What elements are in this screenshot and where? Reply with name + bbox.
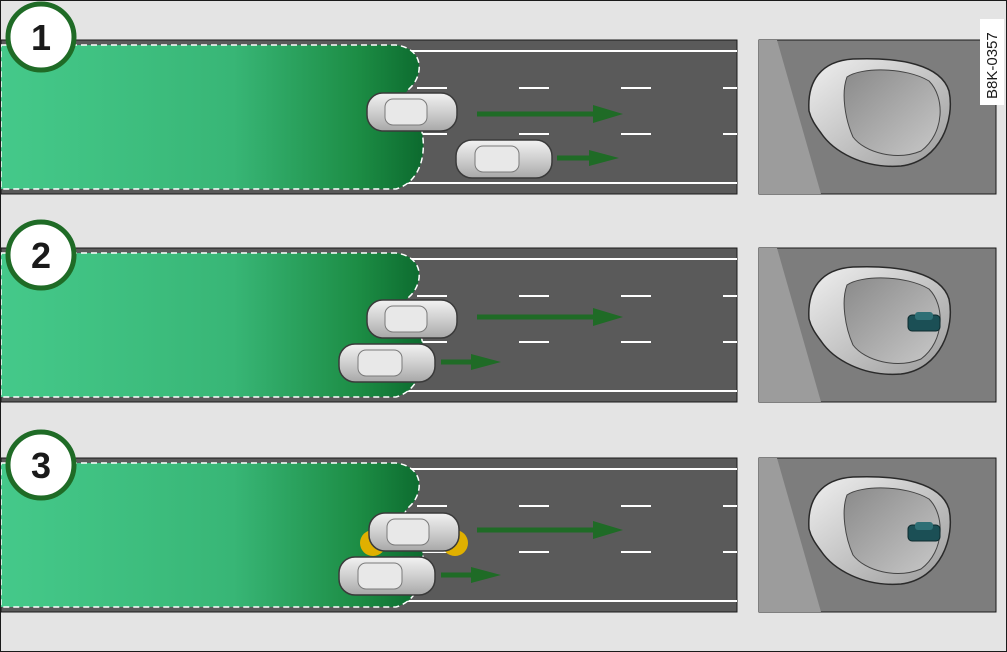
panel-number-label: 1 bbox=[31, 17, 51, 58]
panel-number-label: 2 bbox=[31, 235, 51, 276]
mirror-view-2 bbox=[758, 247, 997, 403]
own-car-1 bbox=[366, 92, 458, 132]
arrow-other-car-2 bbox=[441, 354, 501, 370]
vehicle-in-mirror-3 bbox=[907, 522, 941, 542]
own-car-2 bbox=[366, 299, 458, 339]
own-car-3 bbox=[368, 512, 460, 552]
other-car-2 bbox=[338, 343, 436, 383]
arrow-other-car-3 bbox=[441, 567, 501, 583]
panel-number-2: 2 bbox=[5, 219, 77, 291]
arrow-own-car-3 bbox=[477, 521, 623, 539]
panel-number-label: 3 bbox=[31, 445, 51, 486]
figure-code-label: B8K-0357 bbox=[984, 32, 1001, 99]
panel-number-1: 1 bbox=[5, 1, 77, 73]
mirror-view-1 bbox=[758, 39, 997, 195]
detection-zone-1 bbox=[1, 44, 425, 190]
other-car-1 bbox=[455, 139, 553, 179]
panel-1: 1 bbox=[1, 1, 997, 195]
panel-number-3: 3 bbox=[5, 429, 77, 501]
vehicle-in-mirror-2 bbox=[907, 312, 941, 332]
arrow-own-car-1 bbox=[477, 105, 623, 123]
arrow-other-car-1 bbox=[557, 150, 619, 166]
mirror-view-3 bbox=[758, 457, 997, 613]
panel-3: 3 bbox=[1, 429, 997, 613]
arrow-own-car-2 bbox=[477, 308, 623, 326]
other-car-3 bbox=[338, 556, 436, 596]
panel-2: 2 bbox=[1, 219, 997, 403]
figure-code-box: B8K-0357 bbox=[980, 19, 1004, 105]
